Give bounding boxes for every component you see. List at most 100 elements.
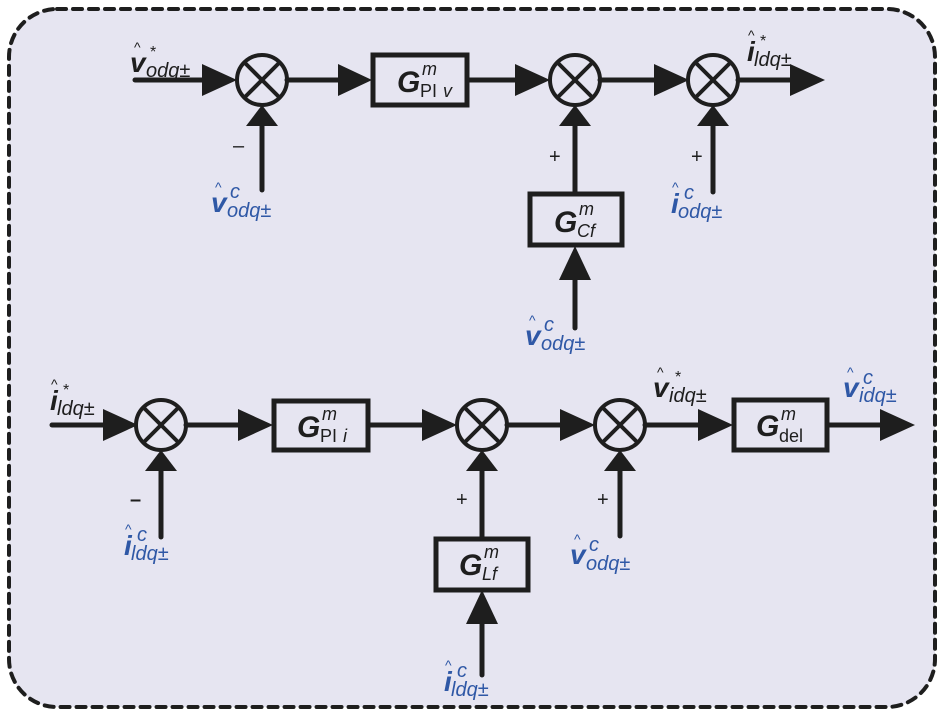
- svg-text:v: v: [130, 47, 147, 78]
- arrow-icon: [697, 105, 729, 126]
- arrow-icon: [466, 450, 498, 471]
- svg-text:i: i: [747, 36, 756, 67]
- arrow-icon: [604, 450, 636, 471]
- block-g-pi-v: G m PI v: [370, 52, 470, 108]
- svg-text:v: v: [843, 372, 860, 403]
- block-g-lf: G m Lf: [433, 536, 531, 593]
- dashed-frame: [7, 7, 937, 709]
- svg-text:*: *: [63, 382, 69, 399]
- arrow-icon: [246, 105, 278, 126]
- svg-text:v: v: [443, 81, 453, 101]
- svg-text:^: ^: [134, 39, 141, 55]
- arrow-icon: [238, 409, 273, 441]
- svg-text:c: c: [684, 182, 694, 204]
- svg-text:*: *: [150, 44, 156, 61]
- arrow-icon: [338, 64, 372, 96]
- svg-text:G: G: [756, 410, 779, 443]
- label-v-odq-c-top2: v ^ c odq±: [525, 312, 585, 355]
- svg-text:Cf: Cf: [577, 221, 597, 241]
- svg-text:^: ^: [574, 531, 581, 547]
- sign-plus: +: [691, 146, 703, 168]
- arrow-icon: [145, 450, 177, 471]
- svg-text:i: i: [343, 426, 348, 446]
- top-loop: – G m PI v + G m Cf: [130, 27, 825, 355]
- svg-text:m: m: [781, 404, 796, 424]
- bottom-loop: – G m PI i + G m Lf: [49, 364, 915, 701]
- svg-text:^: ^: [445, 657, 452, 673]
- block-g-pi-i: G m PI i: [271, 398, 371, 453]
- block-g-cf: G m Cf: [527, 191, 625, 248]
- label-v-idq-ref: v ^ * idq±: [653, 364, 707, 407]
- sign-plus: +: [456, 489, 468, 511]
- arrow-icon: [560, 409, 595, 441]
- label-v-idq-c: v ^ c idq±: [843, 364, 897, 407]
- svg-text:i: i: [444, 666, 453, 697]
- svg-text:*: *: [675, 369, 681, 386]
- svg-text:G: G: [554, 206, 577, 239]
- label-i-ldq-c-bottom1: i ^ c ldq±: [124, 521, 169, 565]
- svg-text:G: G: [397, 66, 420, 99]
- label-v-odq-c-bottom: v ^ c odq±: [570, 531, 630, 575]
- svg-text:^: ^: [847, 364, 854, 380]
- block-g-del: G m del: [731, 397, 830, 453]
- svg-text:^: ^: [215, 179, 222, 195]
- svg-text:^: ^: [672, 179, 679, 195]
- label-v-odq-ref: v ^ * odq±: [130, 39, 190, 82]
- svg-text:c: c: [457, 660, 467, 682]
- svg-text:v: v: [653, 372, 670, 403]
- arrow-icon: [515, 64, 550, 96]
- svg-text:PI: PI: [320, 426, 337, 446]
- svg-text:i: i: [124, 530, 133, 561]
- svg-text:m: m: [484, 542, 499, 562]
- arrow-icon: [559, 246, 591, 280]
- svg-text:odq±: odq±: [227, 200, 271, 222]
- svg-text:G: G: [297, 411, 320, 444]
- svg-text:i: i: [671, 188, 680, 219]
- label-i-ldq-ref-top: i ^ * ldq±: [747, 27, 792, 71]
- sign-minus: –: [233, 135, 245, 157]
- svg-text:c: c: [589, 534, 599, 556]
- sign-plus: +: [549, 146, 561, 168]
- svg-text:v: v: [211, 187, 228, 218]
- arrow-icon: [103, 409, 138, 441]
- svg-text:*: *: [760, 33, 766, 50]
- svg-text:Lf: Lf: [482, 564, 499, 584]
- arrow-icon: [466, 590, 498, 624]
- svg-text:^: ^: [657, 364, 664, 380]
- label-v-odq-c-top1: v ^ c odq±: [211, 179, 271, 222]
- svg-text:ldq±: ldq±: [451, 679, 489, 701]
- arrow-icon: [790, 64, 825, 96]
- svg-text:^: ^: [748, 27, 755, 43]
- arrow-icon: [202, 64, 237, 96]
- arrow-icon: [422, 409, 457, 441]
- svg-text:idq±: idq±: [859, 385, 897, 407]
- arrow-icon: [698, 409, 733, 441]
- svg-text:idq±: idq±: [669, 385, 707, 407]
- arrow-icon: [880, 409, 915, 441]
- arrow-icon: [559, 105, 591, 126]
- sign-plus: +: [597, 489, 609, 511]
- sign-minus: –: [130, 489, 141, 511]
- svg-text:m: m: [322, 404, 337, 424]
- svg-text:^: ^: [125, 521, 132, 537]
- svg-text:v: v: [525, 320, 542, 351]
- svg-text:odq±: odq±: [678, 201, 722, 223]
- svg-text:m: m: [422, 59, 437, 79]
- label-i-ldq-ref-bottom: i ^ * ldq±: [50, 376, 95, 420]
- svg-text:^: ^: [529, 312, 536, 328]
- svg-text:^: ^: [51, 376, 58, 392]
- svg-text:c: c: [863, 367, 873, 389]
- svg-text:ldq±: ldq±: [754, 49, 792, 71]
- svg-text:m: m: [579, 199, 594, 219]
- svg-text:odq±: odq±: [586, 553, 630, 575]
- svg-text:c: c: [544, 314, 554, 336]
- svg-text:ldq±: ldq±: [57, 398, 95, 420]
- svg-text:c: c: [137, 524, 147, 546]
- svg-text:v: v: [570, 539, 587, 570]
- label-i-odq-c: i ^ c odq±: [671, 179, 722, 223]
- svg-text:PI: PI: [420, 81, 437, 101]
- svg-text:ldq±: ldq±: [131, 543, 169, 565]
- svg-text:G: G: [459, 549, 482, 582]
- label-i-ldq-c-bottom2: i ^ c ldq±: [444, 657, 489, 701]
